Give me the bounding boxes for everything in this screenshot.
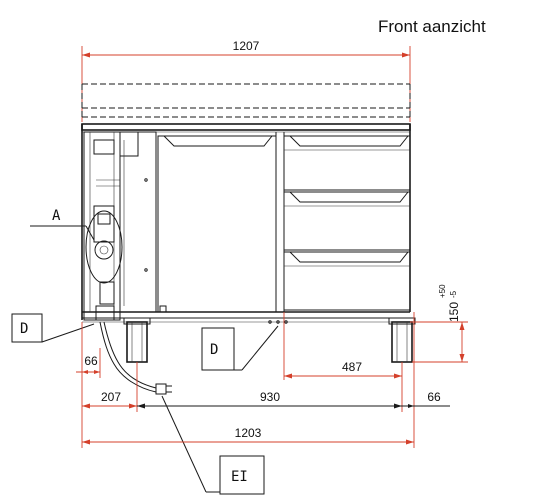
power-cable bbox=[99, 321, 172, 395]
dim-1203-label: 1203 bbox=[235, 426, 262, 440]
detail-a-callout: A bbox=[30, 208, 123, 284]
dim-drawer-offset: 487 bbox=[283, 312, 402, 380]
detail-d-left: D bbox=[11, 313, 95, 343]
dim-930-label: 930 bbox=[260, 390, 280, 404]
dim-tolerance-upper: +50 bbox=[438, 284, 447, 298]
detail-ei-plug: EI bbox=[161, 395, 265, 495]
worktop-outline bbox=[81, 83, 411, 118]
dim-66-left-label: 66 bbox=[84, 354, 98, 368]
dim-tolerance-lower: -5 bbox=[449, 290, 458, 298]
dim-overall-top-width: 1207 bbox=[81, 39, 411, 122]
dim-487-label: 487 bbox=[342, 360, 362, 374]
view-title: Front aanzicht bbox=[378, 17, 486, 36]
dim-207-label: 207 bbox=[101, 390, 121, 404]
dim-1207-label: 1207 bbox=[233, 39, 260, 53]
label-power-plug: EI bbox=[231, 469, 248, 485]
dim-150-label: 150 bbox=[447, 302, 461, 322]
dim-leg-height: 150 +50 -5 bbox=[410, 284, 468, 363]
label-detail-d-center: D bbox=[210, 342, 218, 358]
legs bbox=[123, 317, 416, 363]
detail-d-center: D bbox=[201, 325, 279, 371]
label-detail-a: A bbox=[52, 208, 61, 224]
dim-66-right-label: 66 bbox=[427, 390, 441, 404]
dim-bottom-row: 66 207 930 66 1203 bbox=[76, 312, 450, 448]
label-detail-d-left: D bbox=[20, 321, 28, 337]
cabinet-body bbox=[81, 123, 411, 324]
